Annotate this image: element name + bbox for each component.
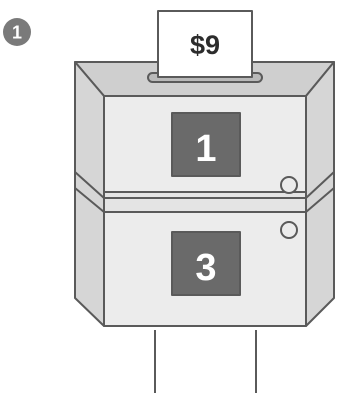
lower-door-label: 3 xyxy=(195,247,216,289)
ticket-price: $9 xyxy=(190,30,220,60)
upper-knob xyxy=(280,176,298,194)
ticket-paper xyxy=(157,10,253,78)
ticket: $9 xyxy=(157,10,253,78)
step-badge-circle xyxy=(3,18,31,46)
lower-knob xyxy=(280,221,298,239)
lower-door-display xyxy=(171,231,241,296)
step-badge-number: 1 xyxy=(12,23,22,43)
middle-band-edge-top xyxy=(74,171,335,199)
step-badge: 1 xyxy=(3,18,31,46)
upper-door-display xyxy=(171,112,241,177)
upper-door-label: 1 xyxy=(195,128,216,170)
